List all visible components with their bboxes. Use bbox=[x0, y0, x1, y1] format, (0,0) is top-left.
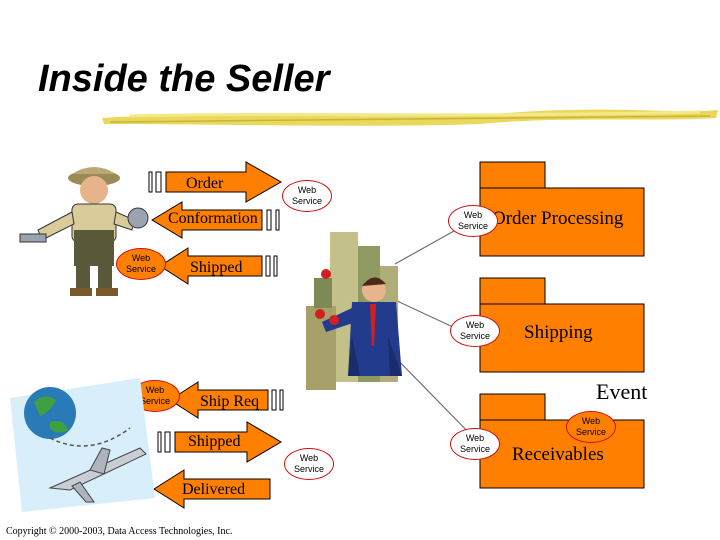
businessman-clipart-icon bbox=[306, 232, 402, 390]
web-service-label: Web Service bbox=[125, 253, 156, 274]
arrow-shipped-bottom bbox=[157, 421, 282, 463]
web-service-shipping: Web Service bbox=[450, 315, 500, 347]
web-service-receivables: Web Service bbox=[450, 428, 500, 460]
web-service-worker: Web Service bbox=[116, 248, 166, 280]
arrow-label-confirmation: Conformation bbox=[168, 210, 258, 227]
arrow-label-ship-req: Ship Req bbox=[200, 393, 260, 410]
arrow-label-order: Order bbox=[186, 175, 224, 192]
arrow-ship-req bbox=[169, 381, 284, 419]
arrow-delivered bbox=[153, 469, 271, 509]
copyright-notice: Copyright © 2000-2003, Data Access Techn… bbox=[6, 526, 233, 537]
event-label: Event bbox=[596, 379, 648, 404]
arrow-label-shipped-top: Shipped bbox=[190, 259, 243, 276]
package-receivables bbox=[479, 393, 645, 489]
web-service-delivery: Web Service bbox=[284, 448, 334, 480]
worker-clipart-icon bbox=[19, 167, 149, 296]
arrow-label-shipped-bottom: Shipped bbox=[188, 433, 241, 450]
web-service-label: Web Service bbox=[459, 433, 490, 454]
web-service-order-processing: Web Service bbox=[448, 205, 498, 237]
title-underline bbox=[102, 109, 718, 126]
page-title: Inside the Seller bbox=[38, 58, 330, 100]
package-label-receivables: Receivables bbox=[512, 444, 604, 465]
arrow-shipped-top bbox=[159, 247, 278, 285]
arrow-confirmation bbox=[151, 201, 280, 239]
web-service-label: Web Service bbox=[459, 320, 490, 341]
web-service-label: Web Service bbox=[575, 416, 606, 437]
globe-plane-clipart-icon bbox=[10, 378, 155, 512]
package-label-order-processing: Order Processing bbox=[492, 208, 624, 229]
web-service-order: Web Service bbox=[282, 180, 332, 212]
web-service-event: Web Service bbox=[566, 411, 616, 443]
web-service-label: Web Service bbox=[293, 453, 324, 474]
web-service-label: Web Service bbox=[139, 385, 170, 406]
web-service-label: Web Service bbox=[457, 210, 488, 231]
package-label-shipping: Shipping bbox=[524, 322, 593, 343]
web-service-label: Web Service bbox=[291, 185, 322, 206]
arrow-order bbox=[148, 161, 283, 203]
arrow-label-delivered: Delivered bbox=[182, 481, 246, 498]
package-order-processing bbox=[479, 161, 645, 257]
package-shipping bbox=[479, 277, 645, 373]
